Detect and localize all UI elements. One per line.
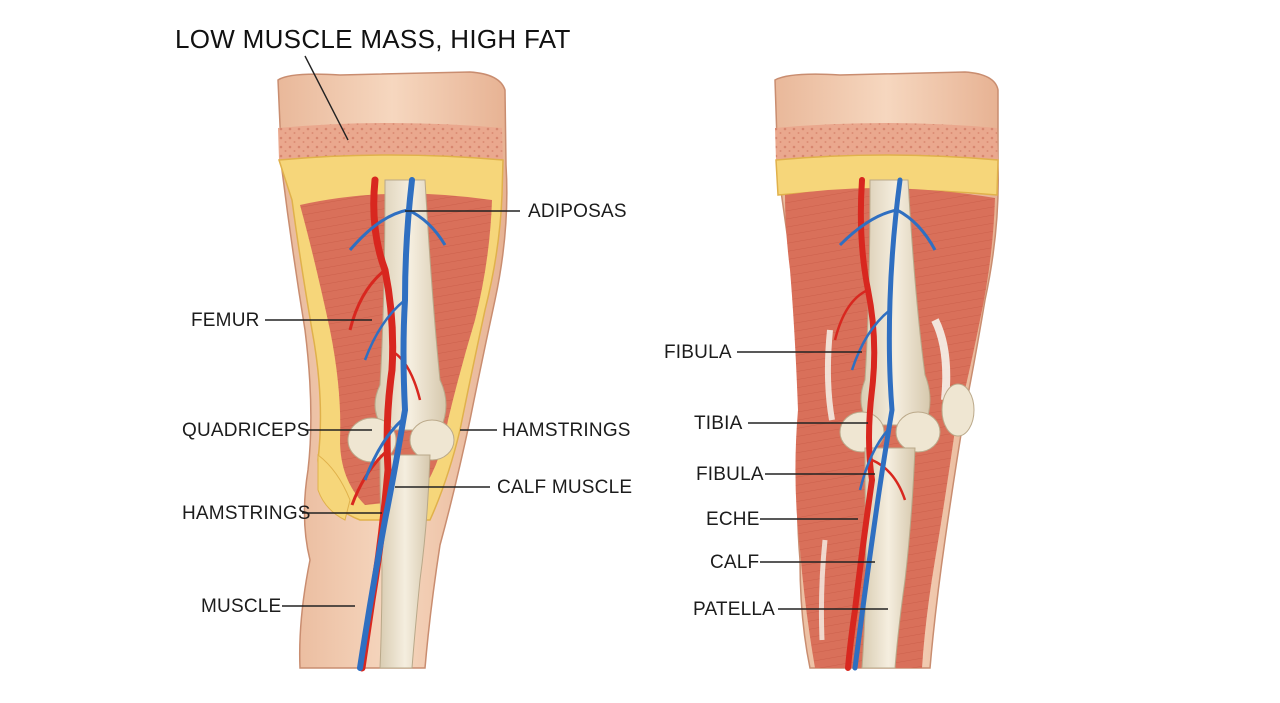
label-femur: FEMUR [191,310,260,331]
diagram-title: LOW MUSCLE MASS, HIGH FAT [175,24,571,54]
label-muscle: MUSCLE [201,596,282,617]
label-calf-muscle: CALF MUSCLE [497,477,633,498]
label-patella: PATELLA [693,599,776,620]
label-adiposas: ADIPOSAS [528,201,627,222]
right-vein [852,177,903,671]
leader-lines [265,55,888,610]
left-leg [277,71,508,672]
label-fibula-top: FIBULA [664,342,732,363]
label-tibia: TIBIA [694,413,743,434]
right-leg [774,71,999,671]
right-artery [845,177,878,671]
label-hamstrings-right: HAMSTRINGS [502,420,631,441]
label-calf: CALF [710,552,760,573]
label-eche: ECHE [706,509,760,530]
label-hamstrings-left: HAMSTRINGS [182,503,311,524]
left-calf-fat [317,453,351,521]
right-patella [941,383,975,437]
left-vein [357,177,415,671]
label-quadriceps: QUADRICEPS [182,420,310,441]
label-fibula-mid: FIBULA [696,464,764,485]
title-leader-line [304,55,349,141]
